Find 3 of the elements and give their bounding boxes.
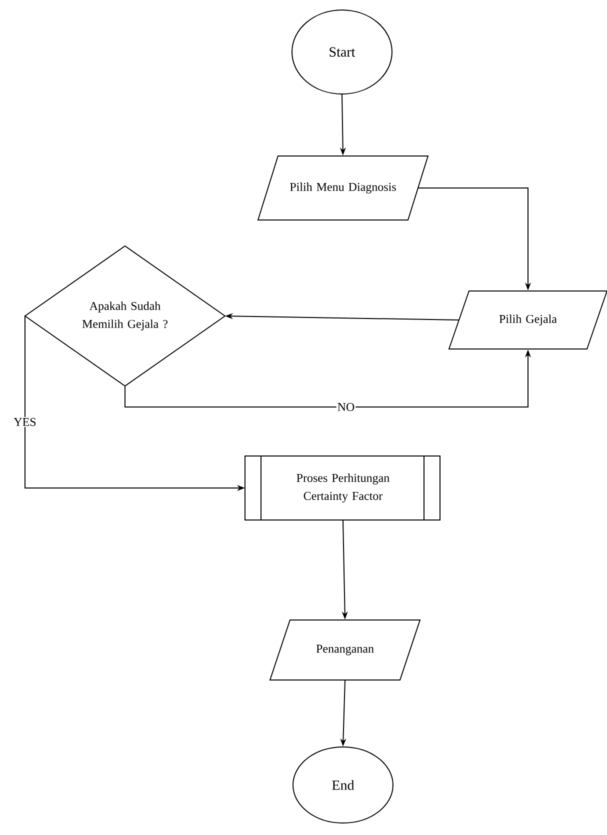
process-box: Proses Perhitungan Certainty Factor [244, 456, 440, 520]
edge-label: NO [336, 402, 356, 412]
edge-label: YES [12, 416, 38, 428]
